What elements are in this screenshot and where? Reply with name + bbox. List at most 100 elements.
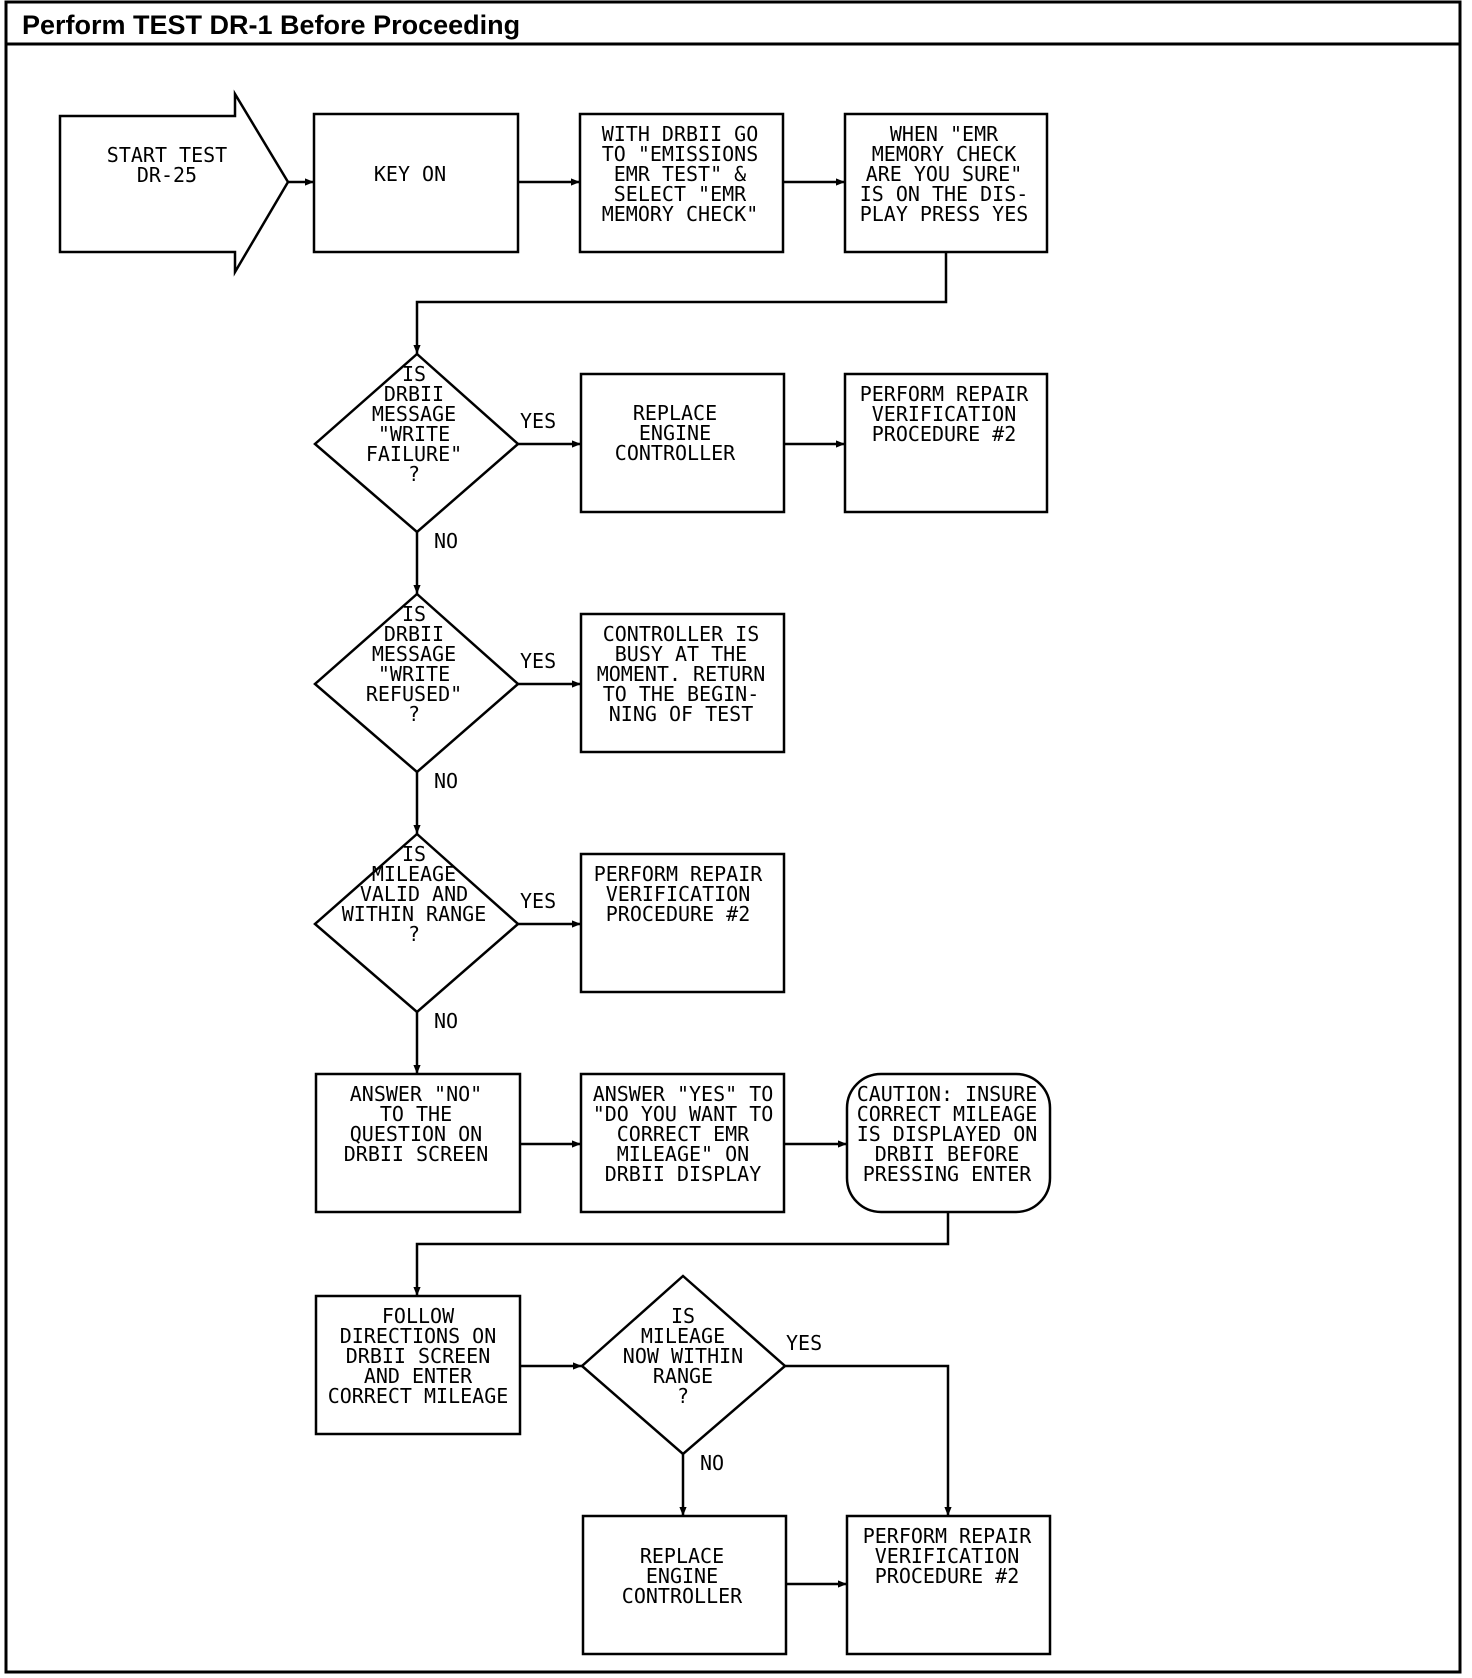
node-text-line: ENGINE (639, 421, 711, 445)
node-text-line: "WRITE (378, 662, 450, 686)
node-text-line: NING OF TEST (609, 702, 754, 726)
key-on-label: KEY ON (374, 162, 446, 186)
node-text-line: MESSAGE (372, 642, 456, 666)
node-text-line: CAUTION: INSURE (857, 1082, 1038, 1106)
node-text-line: FOLLOW (382, 1304, 455, 1328)
node-text-line: IS ON THE DIS- (860, 182, 1029, 206)
node-text-line: WHEN "EMR (890, 122, 999, 146)
node-text-line: QUESTION ON (350, 1122, 482, 1146)
connector-d4-yes (785, 1364, 952, 1516)
node-text-line: "DO YOU WANT TO (593, 1102, 774, 1126)
node-text-line: REPLACE (633, 401, 717, 425)
node-text-line: CONTROLLER (615, 441, 736, 465)
node-text-line: IS (671, 1304, 695, 1328)
node-text-line: REPLACE (640, 1544, 724, 1568)
node-text-line: START TEST (107, 143, 227, 167)
node-text-line: PERFORM REPAIR (863, 1524, 1033, 1548)
yes-label: YES (786, 1331, 822, 1355)
node-text-line: DRBII SCREEN (346, 1344, 491, 1368)
connector-press-diamond1 (413, 252, 948, 354)
node-text-line: FAILURE" (366, 442, 462, 466)
node-text-line: MILEAGE" ON (617, 1142, 749, 1166)
node-text-line: PROCEDURE #2 (875, 1564, 1020, 1588)
node-text-line: AND ENTER (364, 1364, 473, 1388)
node-text-line: WITHIN RANGE (342, 902, 487, 926)
node-text-line: MEMORY CHECK" (602, 202, 759, 226)
node-text-line: NOW WITHIN (623, 1344, 743, 1368)
node-text-line: CORRECT EMR (617, 1122, 750, 1146)
node-text-line: DRBII DISPLAY (605, 1162, 762, 1186)
node-text-line: EMR TEST" & (614, 162, 746, 186)
page-title: Perform TEST DR-1 Before Proceeding (22, 10, 520, 40)
outer-border (4, 0, 1462, 1674)
node-text-line: MOMENT. RETURN (597, 662, 766, 686)
yes-label: YES (520, 889, 556, 913)
node-text-line: ? (677, 1384, 689, 1408)
node-text-line: CONTROLLER (622, 1584, 743, 1608)
node-text-line: PRESSING ENTER (863, 1162, 1033, 1186)
node-text-line: TO THE (380, 1102, 452, 1126)
node-text-line: PERFORM REPAIR (860, 382, 1030, 406)
node-text-line: TO "EMISSIONS (602, 142, 759, 166)
no-label: NO (434, 529, 458, 553)
node-text-line: PERFORM REPAIR (594, 862, 764, 886)
node-text-line: ? (408, 922, 420, 946)
node-text-line: CORRECT MILEAGE (857, 1102, 1038, 1126)
node-text-line: KEY ON (374, 162, 446, 186)
node-text-line: TO THE BEGIN- (603, 682, 760, 706)
node-text-line: CORRECT MILEAGE (328, 1384, 509, 1408)
node-text-line: VERIFICATION (872, 402, 1017, 426)
connector-caution-follow (413, 1212, 950, 1296)
node-text-line: DRBII (384, 382, 444, 406)
node-text-line: PLAY PRESS YES (860, 202, 1029, 226)
node-text-line: MESSAGE (372, 402, 456, 426)
node-text-line: SELECT "EMR (614, 182, 747, 206)
yes-label: YES (520, 649, 556, 673)
node-text-line: "WRITE (378, 422, 450, 446)
yes-label: YES (520, 409, 556, 433)
node-text-line: ANSWER "NO" (350, 1082, 482, 1106)
node-text-line: IS (402, 602, 426, 626)
no-label: NO (434, 769, 458, 793)
node-text-line: DRBII BEFORE (875, 1142, 1020, 1166)
node-text-line: BUSY AT THE (615, 642, 747, 666)
node-text-line: DRBII (384, 622, 444, 646)
no-label: NO (434, 1009, 458, 1033)
node-text-line: DR-25 (137, 163, 197, 187)
node-text-line: ANSWER "YES" TO (593, 1082, 774, 1106)
node-text-line: IS (402, 842, 426, 866)
node-text-line: IS DISPLAYED ON (857, 1122, 1038, 1146)
node-text-line: ARE YOU SURE" (866, 162, 1023, 186)
start-arrow-shape (58, 89, 290, 277)
node-text-line: PROCEDURE #2 (606, 902, 751, 926)
node-text-line: IS (402, 362, 426, 386)
node-text-line: RANGE (653, 1364, 713, 1388)
node-text-line: DRBII SCREEN (344, 1142, 489, 1166)
node-text-line: WITH DRBII GO (602, 122, 759, 146)
node-text-line: MILEAGE (641, 1324, 725, 1348)
node-text-line: VERIFICATION (875, 1544, 1020, 1568)
node-text-line: PROCEDURE #2 (872, 422, 1017, 446)
no-label: NO (700, 1451, 724, 1475)
node-text-line: MEMORY CHECK (872, 142, 1017, 166)
node-text-line: VERIFICATION (606, 882, 751, 906)
node-text-line: REFUSED" (366, 682, 462, 706)
